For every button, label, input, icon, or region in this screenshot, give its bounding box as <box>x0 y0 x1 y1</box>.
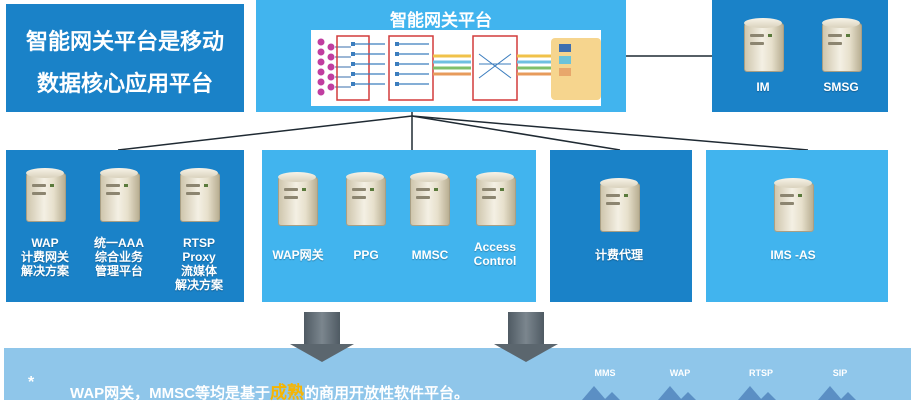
mmsc-label: MMSC <box>411 248 449 262</box>
aaa-server-icon <box>98 168 140 222</box>
access-control-label: Access Control <box>473 240 517 268</box>
access-control-server-icon <box>474 172 516 226</box>
aaa-label: 统一AAA 综合业务 管理平台 <box>94 236 144 278</box>
bottom-band <box>4 348 911 400</box>
im-server-icon <box>742 18 784 72</box>
bottom-statement: WAP网关，MMSC等均是基于成熟的商用开放性软件平台。 <box>70 378 469 403</box>
im-label: IM <box>756 80 770 94</box>
platform-box: 智能网关平台 <box>256 0 626 112</box>
protocol-rtsp-label: RTSP <box>748 368 773 378</box>
bottom-text-after: 的商用开放性软件平台。 <box>304 385 470 402</box>
wap-billing-server-icon <box>24 168 66 222</box>
smsg-server-icon <box>820 18 862 72</box>
billing-proxy-server-icon <box>598 178 640 232</box>
intro-line-2: 数据核心应用平台 <box>36 71 213 96</box>
protocol-mms-label: MMS <box>594 368 616 378</box>
platform-diagram <box>311 30 601 106</box>
wap-billing-label: WAP 计费网关 解决方案 <box>20 236 69 278</box>
rtsp-label: RTSP Proxy 流媒体 解决方案 <box>174 236 223 292</box>
protocol-sip-label: SIP <box>832 368 848 378</box>
protocol-wap-label: WAP <box>669 368 691 378</box>
ims-as-label: IMS -AS <box>770 248 816 262</box>
connector-lines <box>117 55 809 151</box>
smsg-label: SMSG <box>823 80 859 94</box>
bottom-text-before: WAP网关，MMSC等均是基于 <box>70 385 270 402</box>
wap-gateway-label: WAP网关 <box>272 248 324 262</box>
mmsc-server-icon <box>408 172 450 226</box>
ims-as-server-icon <box>772 178 814 232</box>
platform-title: 智能网关平台 <box>390 11 492 30</box>
bottom-text-highlight: 成熟 <box>270 383 304 402</box>
ppg-server-icon <box>344 172 386 226</box>
billing-proxy-label: 计费代理 <box>594 248 643 262</box>
rtsp-server-icon <box>178 168 220 222</box>
protocol-stack-icons <box>582 386 856 400</box>
ppg-label: PPG <box>353 248 379 262</box>
intro-box: 智能网关平台是移动 数据核心应用平台 <box>6 4 244 112</box>
wap-gateway-server-icon <box>276 172 318 226</box>
bottom-bullet: * <box>28 374 35 391</box>
intro-line-1: 智能网关平台是移动 <box>25 29 224 54</box>
